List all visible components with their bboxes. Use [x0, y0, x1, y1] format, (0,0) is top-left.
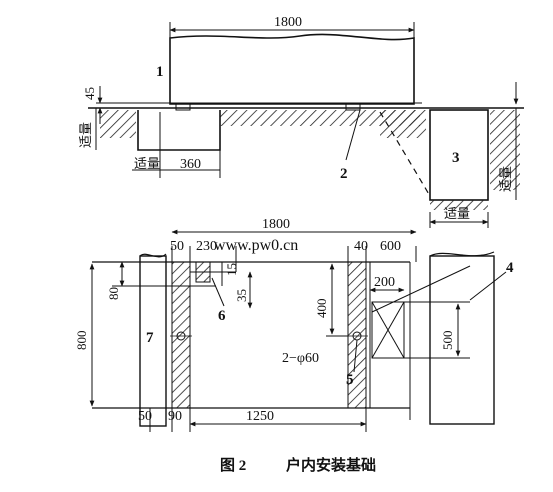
ground-hatch-right [490, 110, 520, 190]
cabinet-outline [169, 33, 415, 105]
ground-hatch-left [100, 110, 136, 138]
bottom-plan-view: 1800 50 230 4 [74, 217, 514, 432]
dim-35: 35 [234, 289, 249, 302]
part-number-1: 1 [156, 64, 164, 80]
cable-opening [371, 301, 405, 359]
label-pit-variable: 适量 [444, 206, 470, 221]
dim-80: 80 [106, 287, 121, 300]
figure-label: 图 2 [220, 457, 246, 474]
dim-800: 800 [74, 331, 89, 351]
label-right-variable: 适量 [498, 166, 513, 192]
figure-title: 户内安装基础 [286, 456, 376, 474]
hole-spec: 2−φ60 [282, 351, 319, 366]
top-section-view: 1800 45 适量 适量 360 适量 适量 1 2 3 [78, 15, 524, 228]
part-number-2: 2 [340, 166, 348, 182]
dim-floor-thickness: 45 [82, 87, 97, 100]
left-trench [137, 110, 221, 151]
dim-500: 500 [440, 331, 455, 351]
ground-hatch-mid [220, 110, 420, 126]
label-trench-variable: 适量 [134, 156, 160, 171]
dim-600: 600 [380, 239, 401, 254]
part-number-7: 7 [146, 330, 154, 346]
dim-400: 400 [314, 299, 329, 319]
label-left-variable: 适量 [78, 122, 93, 148]
dim-top-width: 1800 [274, 15, 302, 30]
dim-plan-width: 1800 [262, 217, 290, 232]
dim-left-block: 360 [180, 157, 201, 172]
left-channel-steel [171, 261, 191, 409]
dashed-slope [379, 111, 431, 197]
dim-200: 200 [374, 275, 395, 290]
dim-90: 90 [168, 409, 182, 424]
dim-50-bottom: 50 [138, 409, 152, 424]
dim-50-top: 50 [170, 239, 184, 254]
dim-15: 15 [224, 263, 239, 276]
right-wall [429, 255, 495, 425]
dim-40: 40 [354, 239, 368, 254]
part-number-4: 4 [506, 260, 514, 276]
part-number-3: 3 [452, 150, 460, 166]
part-number-5: 5 [346, 372, 354, 388]
watermark: www.pw0.cn [214, 237, 298, 254]
dim-230: 230 [196, 239, 217, 254]
dim-1250: 1250 [246, 409, 274, 424]
part-number-6: 6 [218, 308, 226, 324]
